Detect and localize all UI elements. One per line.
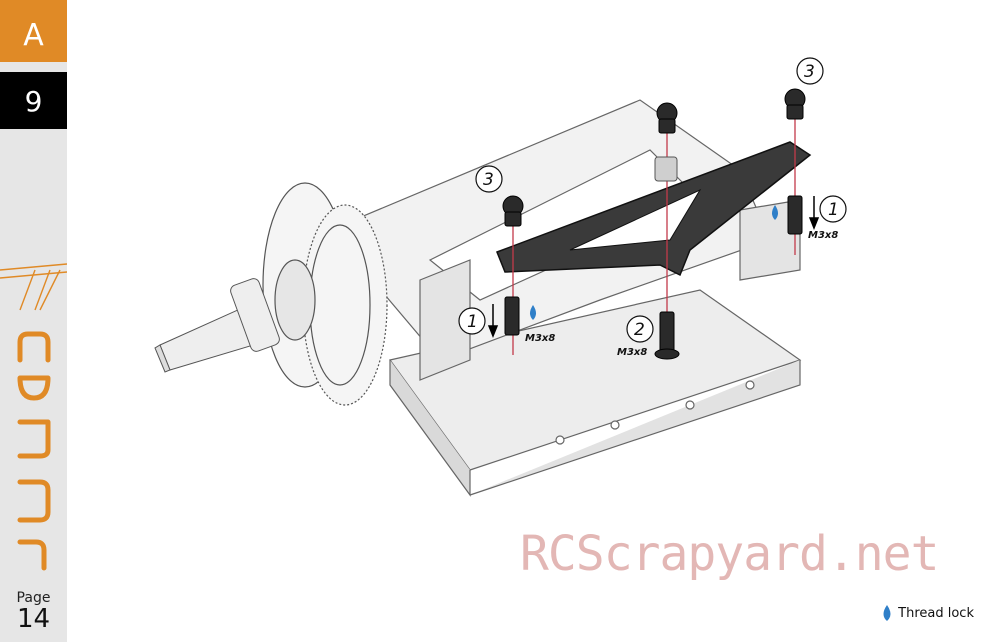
- screw-size-label: M3x8: [808, 230, 838, 241]
- brand-logo: [0, 263, 67, 571]
- thread-lock-drop-icon: [883, 605, 891, 621]
- ball-stud: [502, 88, 806, 227]
- page-label: Page: [16, 590, 51, 606]
- carbon-brace: [496, 141, 812, 277]
- sidebar: A 9 Page 14: [0, 0, 67, 642]
- watermark: RCScrapyard.net: [520, 526, 939, 582]
- callout-circle: [796, 57, 824, 85]
- callout-number: 3: [483, 170, 494, 190]
- legend-label: Thread lock: [898, 605, 974, 621]
- page-number: 14: [16, 604, 51, 634]
- spacer: [654, 156, 678, 182]
- callout-number: 2: [634, 320, 645, 340]
- callout-circle: [458, 307, 486, 335]
- section-letter: A: [0, 0, 67, 62]
- step-number: 9: [0, 72, 67, 129]
- thread-lock-drop-icon: [530, 205, 778, 320]
- callout-circle: [819, 195, 847, 223]
- assembly-drawing: 3 3 3 1 1 2 M3x8 M3x8 M3x8: [154, 57, 847, 497]
- drive-shaft: [154, 278, 280, 373]
- thread-lock-legend: Thread lock: [880, 604, 974, 622]
- callout-circle: [626, 315, 654, 343]
- callout-number: 1: [467, 312, 478, 332]
- callout-number: 3: [804, 62, 815, 82]
- callout-number: 1: [828, 200, 839, 220]
- screw: [504, 195, 803, 360]
- callout-circle: [475, 165, 503, 193]
- spur-gear: [262, 182, 388, 406]
- screw-size-label: M3x8: [617, 347, 647, 358]
- screw-size-label: M3x8: [525, 333, 555, 344]
